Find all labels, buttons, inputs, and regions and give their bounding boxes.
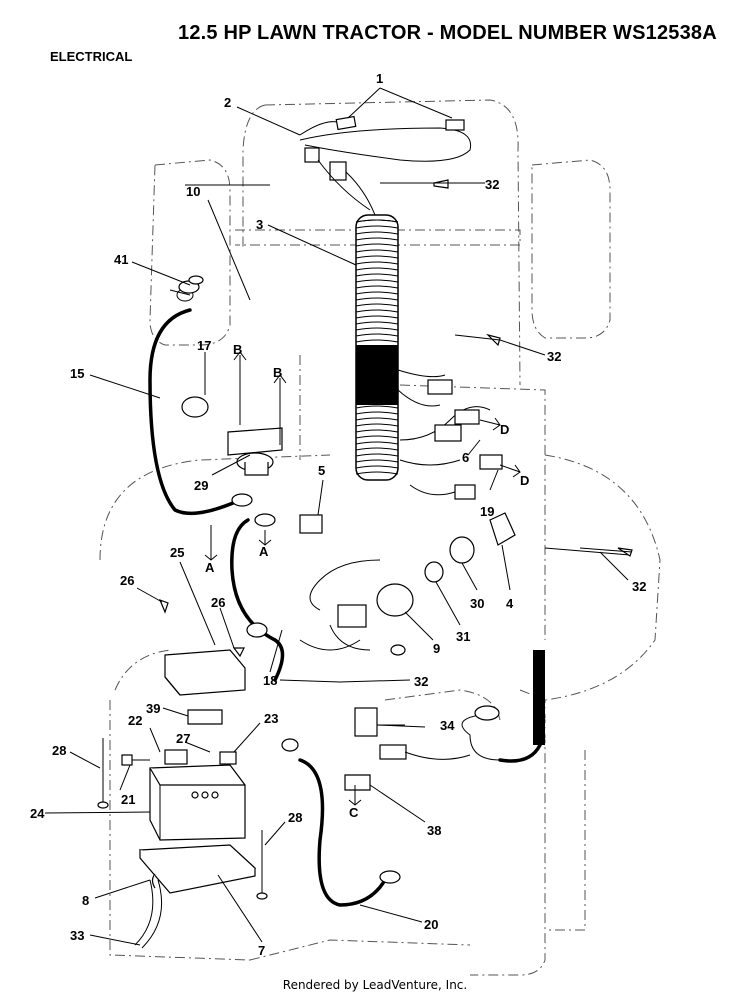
callout-21: 21: [121, 792, 135, 807]
callout-27: 27: [176, 731, 190, 746]
loom-rib: [355, 459, 399, 463]
loom-rib: [355, 297, 399, 301]
loom-rib: [355, 231, 399, 235]
page-title: 12.5 HP LAWN TRACTOR - MODEL NUMBER WS12…: [178, 22, 717, 44]
callout-29: 29: [194, 478, 208, 493]
callout-7: 7: [258, 943, 265, 958]
callout-39: 39: [146, 701, 160, 716]
callout-32-mid: 32: [547, 349, 561, 364]
loom-rib: [355, 441, 399, 445]
callout-28-right: 28: [288, 810, 302, 825]
callout-32-bottom: 32: [414, 674, 428, 689]
callout-25: 25: [170, 545, 184, 560]
connector-d-top: D: [500, 422, 509, 437]
callout-30: 30: [470, 596, 484, 611]
loom-rib: [355, 237, 399, 241]
loom-rib: [355, 285, 399, 289]
callout-15: 15: [70, 366, 84, 381]
loom-rib: [355, 249, 399, 253]
connector-b-left: B: [233, 342, 242, 357]
loom-rib: [355, 243, 399, 247]
loom-rib: [355, 429, 399, 433]
footer-credit: Rendered by LeadVenture, Inc.: [282, 978, 468, 992]
callout-5: 5: [318, 463, 325, 478]
loom-rib: [355, 321, 399, 325]
callout-26-right: 26: [211, 595, 225, 610]
loom-rib: [355, 471, 399, 475]
connector-b-right: B: [273, 365, 282, 380]
connector-d-bottom: D: [520, 473, 529, 488]
connector-letters: B B A A D D C: [205, 342, 529, 820]
headlight-harness: [299, 115, 472, 216]
callout-22: 22: [128, 713, 142, 728]
loom-rib: [355, 453, 399, 457]
loom-rib: [355, 315, 399, 319]
loom-rib: [355, 261, 399, 265]
callout-33: 33: [70, 928, 84, 943]
callout-34: 34: [440, 718, 455, 733]
coiled-cable: [461, 650, 545, 763]
callout-31: 31: [456, 629, 470, 644]
loom-rib: [355, 291, 399, 295]
callout-32-right: 32: [632, 579, 646, 594]
leader-lines: [44, 87, 629, 946]
connector-a-left: A: [205, 560, 215, 575]
loom-rib: [355, 267, 399, 271]
wiring-loom-ribs: [355, 219, 548, 745]
loom-rib: [355, 219, 399, 223]
callout-4: 4: [506, 596, 514, 611]
loom-rib: [355, 273, 399, 277]
ignition-switch: [344, 707, 471, 791]
loom-rib: [355, 333, 399, 337]
callout-6: 6: [462, 450, 469, 465]
wiring-loom: [355, 214, 399, 481]
callout-19: 19: [480, 504, 494, 519]
callout-17: 17: [197, 338, 211, 353]
loom-rib: [355, 339, 399, 343]
loom-rib: [355, 327, 399, 331]
loom-rib: [355, 255, 399, 259]
callout-numbers: 1 2 3 32 10 41 32 17 15 29 6 5 19 25 26 …: [30, 71, 646, 958]
callout-9: 9: [433, 641, 440, 656]
callout-32-top: 32: [485, 177, 499, 192]
loom-rib: [355, 447, 399, 451]
loom-rib: [355, 405, 399, 409]
callout-3: 3: [256, 217, 263, 232]
loom-rib: [355, 279, 399, 283]
loom-rib: [355, 423, 399, 427]
loom-rib: [355, 309, 399, 313]
callout-1: 1: [376, 71, 383, 86]
callout-24: 24: [30, 806, 45, 821]
loom-rib: [355, 465, 399, 469]
switches-group: [299, 369, 516, 656]
loom-rib: [355, 225, 399, 229]
battery: [138, 649, 257, 894]
connector-markers: [204, 351, 521, 806]
callout-2: 2: [224, 95, 231, 110]
connector-a-right: A: [259, 544, 269, 559]
section-label: ELECTRICAL: [50, 49, 133, 64]
callout-23: 23: [264, 711, 278, 726]
loom-rib: [355, 417, 399, 421]
callout-28-left: 28: [52, 743, 66, 758]
callout-8: 8: [82, 893, 89, 908]
callout-20: 20: [424, 917, 438, 932]
callout-38: 38: [427, 823, 441, 838]
loom-rib: [355, 435, 399, 439]
connector-c: C: [349, 805, 359, 820]
battery-cables: [148, 280, 401, 907]
solenoid-assembly: [181, 396, 283, 527]
loom-rib: [355, 411, 399, 415]
loom-rib: [355, 303, 399, 307]
callout-26-left: 26: [120, 573, 134, 588]
callout-18: 18: [263, 673, 277, 688]
callout-10: 10: [186, 184, 200, 199]
hardware: [97, 179, 633, 949]
callout-41: 41: [114, 252, 128, 267]
